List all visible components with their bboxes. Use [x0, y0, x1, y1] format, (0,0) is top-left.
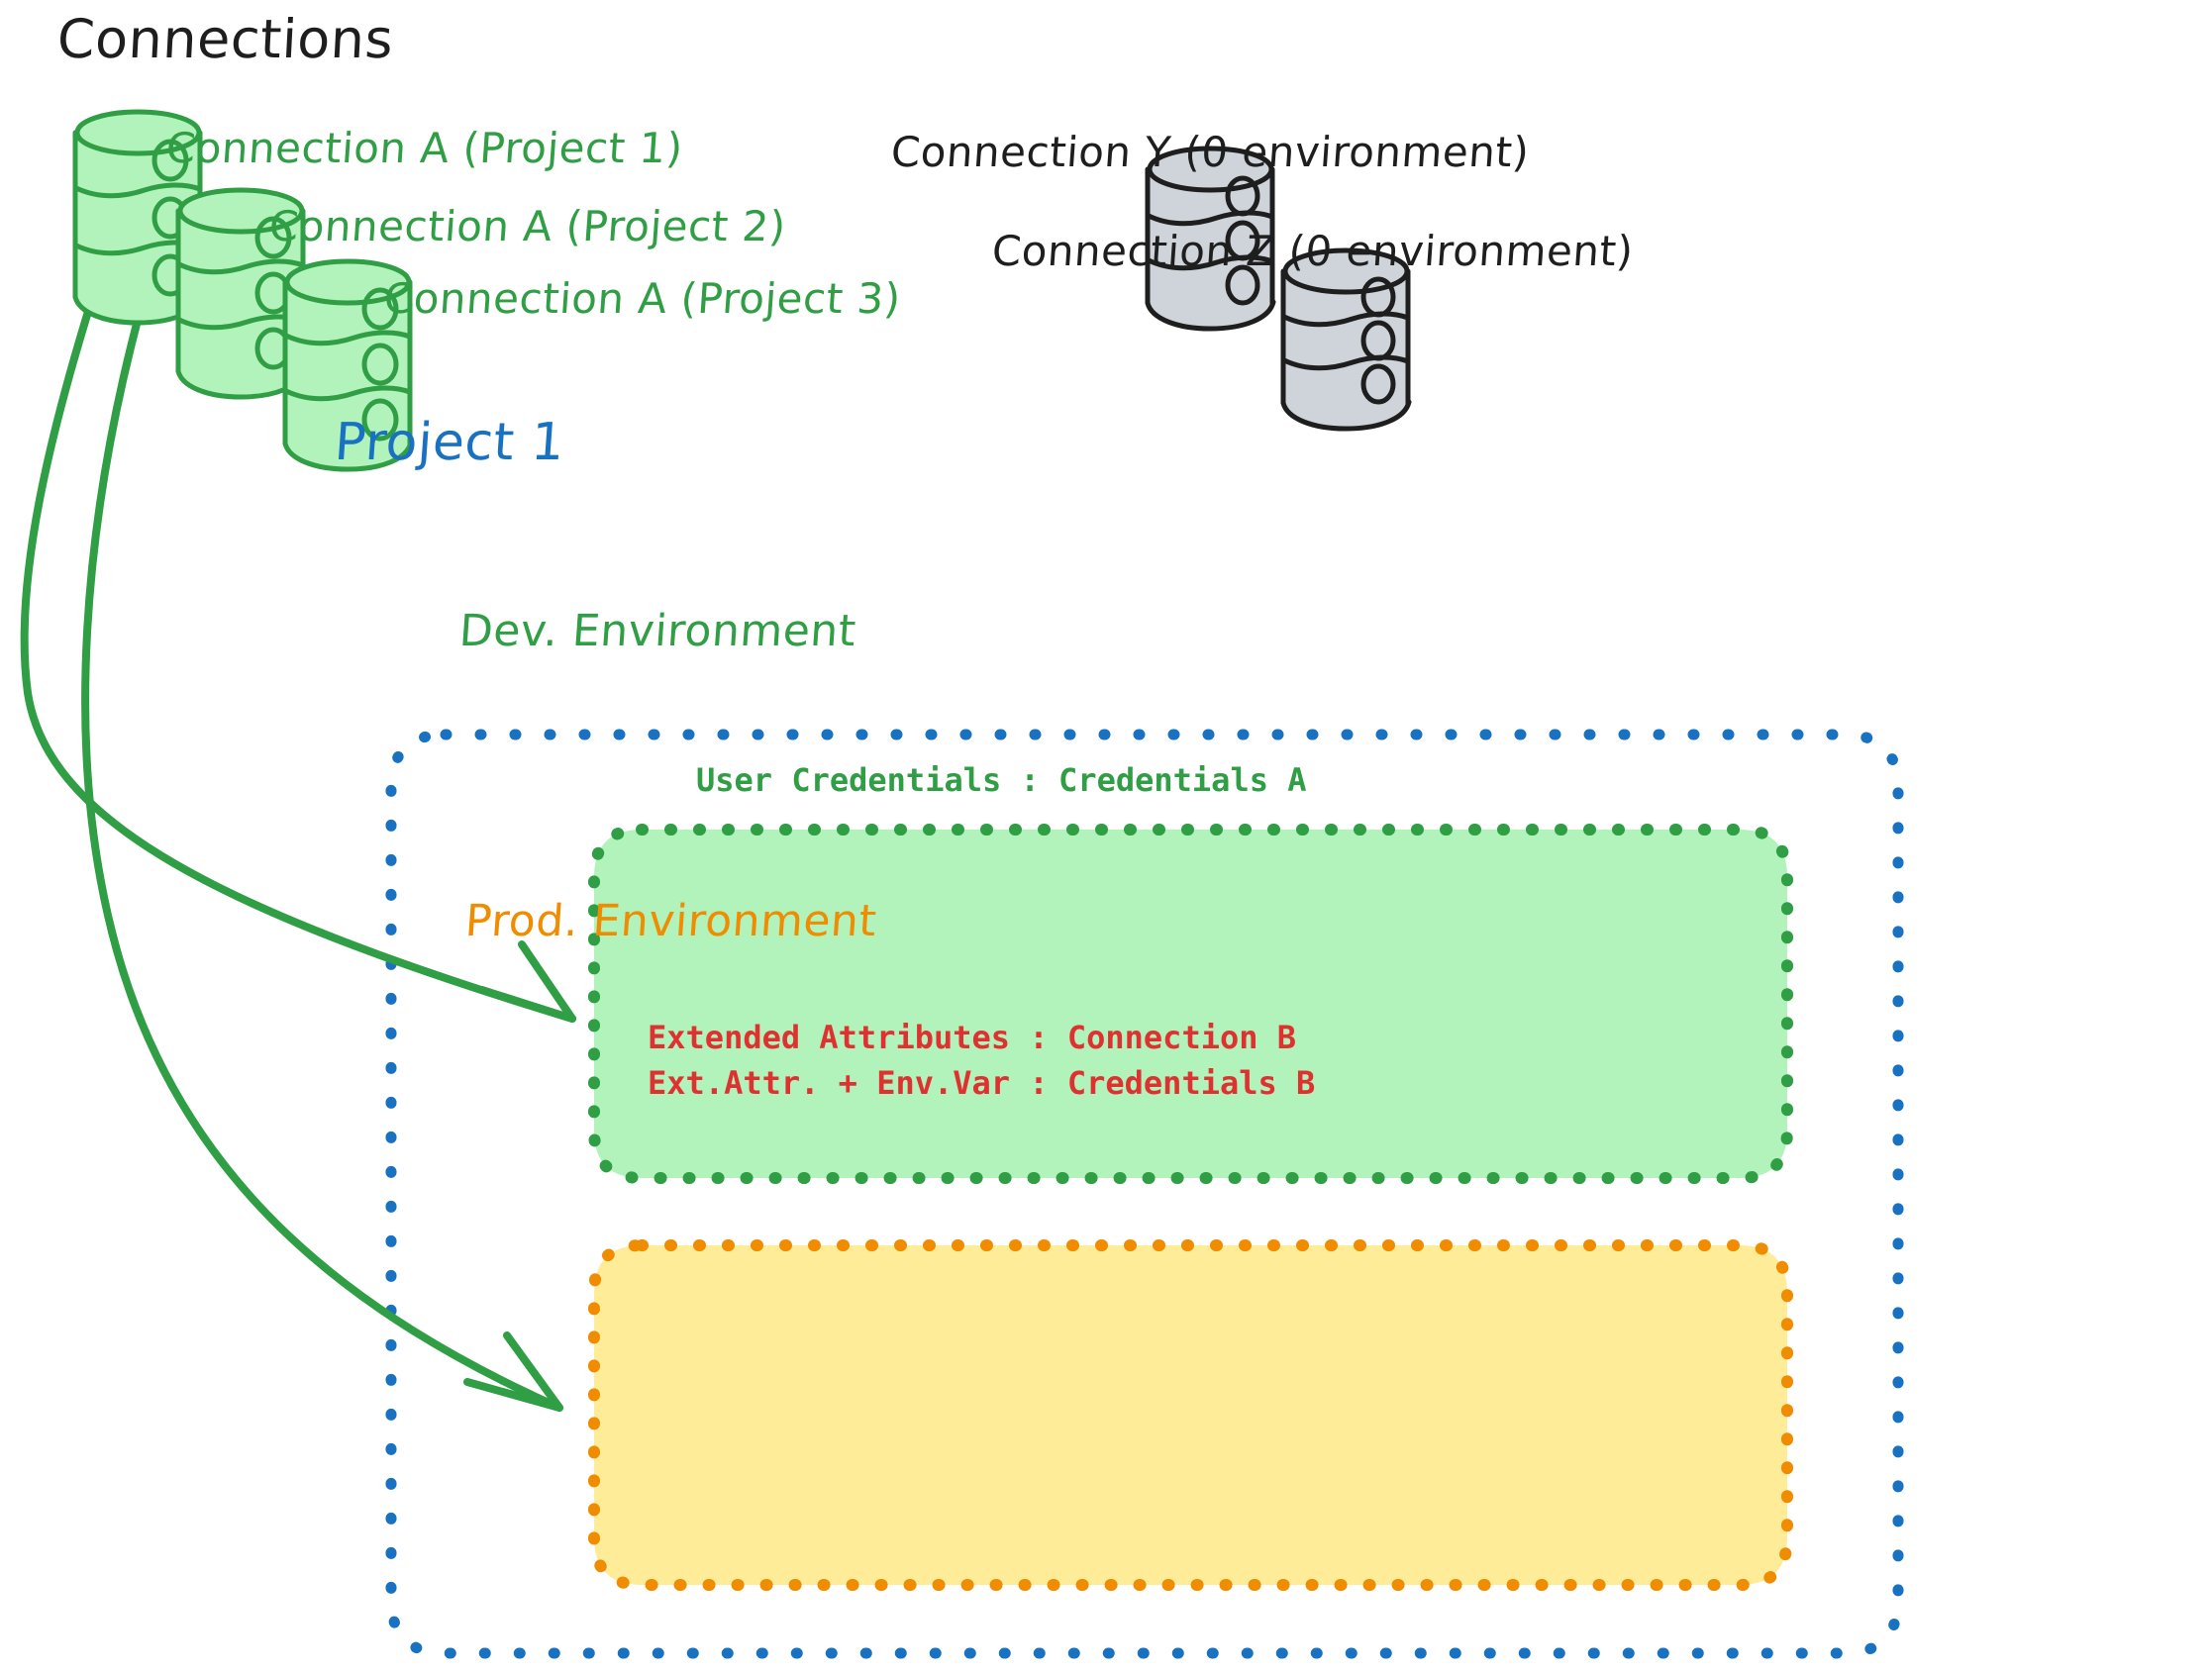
connection-label-a-project-3: Connection A (Project 3)	[382, 274, 903, 323]
connection-label-a-project-1: Connection A (Project 1)	[164, 124, 685, 172]
prod-environment-box	[588, 1239, 1793, 1591]
dev-environment-title: Dev. Environment	[457, 606, 858, 656]
project-title: Project 1	[332, 413, 567, 472]
database-icon-connection-y	[1145, 146, 1276, 332]
dev-environment-box	[588, 824, 1793, 1184]
database-icon-connection-a-project-3	[282, 258, 414, 472]
dev-environment-credentials: User Credentials : Credentials A	[696, 761, 1307, 799]
connection-arrow-to-dev	[20, 250, 576, 1023]
prod-environment-title: Prod. Environment	[463, 896, 878, 946]
connection-arrow-to-prod	[81, 305, 563, 1412]
prod-attr-line-1: Extended Attributes : Connection B	[648, 1019, 1297, 1056]
page-title: Connections	[55, 8, 395, 70]
prod-attr-line-2: Ext.Attr. + Env.Var : Credentials B	[648, 1064, 1316, 1103]
database-icon-connection-z	[1280, 247, 1412, 432]
connection-label-y: Connection Y (0 environment)	[889, 128, 1532, 176]
connection-label-a-project-2: Connection A (Project 2)	[267, 202, 788, 250]
prod-environment-attributes: Extended Attributes : Connection B Ext.At…	[648, 1015, 1315, 1107]
project-container	[385, 729, 1904, 1659]
connection-label-z: Connection Z (0 environment)	[990, 227, 1636, 275]
database-icon-connection-a-project-1	[72, 109, 204, 326]
